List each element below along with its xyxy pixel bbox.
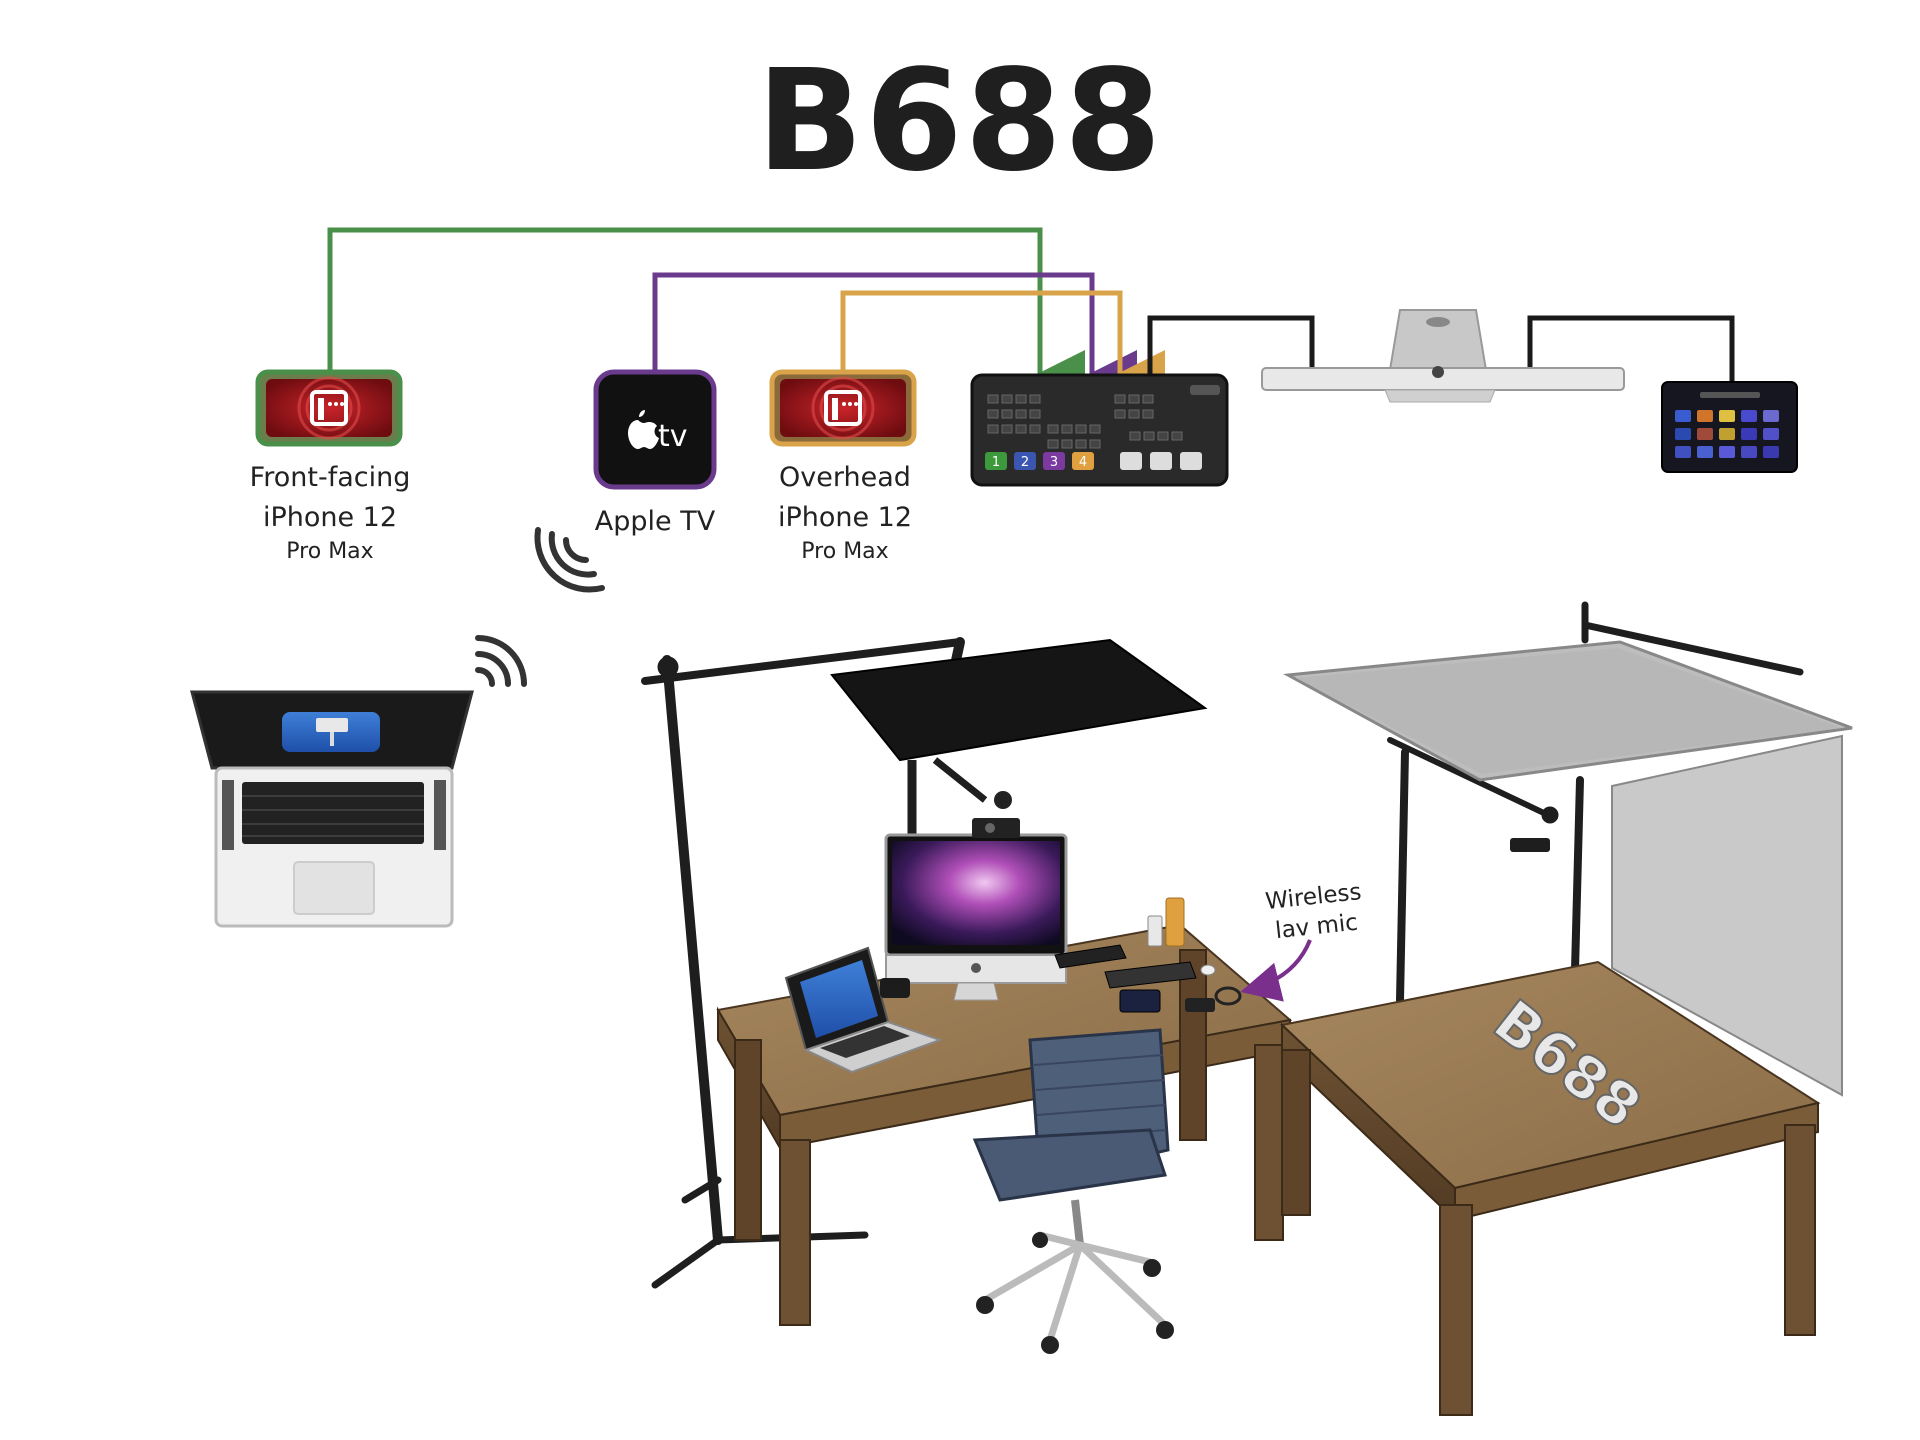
atem-input-2-label: 2 [1021,455,1029,470]
imac-to-streamdeck-cable [1527,315,1735,382]
overhead-iphone [769,369,917,447]
apple-tv-label-line1: Apple TV [594,506,716,537]
apple-tv-cable [652,272,1137,400]
apple-logo-icon [1432,366,1444,378]
right-table: B688 [1279,960,1821,1416]
front-camera-cable [327,227,1085,400]
macbook-keynote [190,690,474,928]
page-title: B688 [756,40,1164,203]
overhead-camera-cable [840,290,1165,400]
overhead-monitor [830,638,1208,840]
wireless-lav-mic-label: Wireless lav mic [1257,876,1373,947]
apple-tv-logo-text: tv [658,419,688,454]
imac-front [884,818,1068,1001]
white-backdrop [1283,640,1853,1097]
atem-to-imac-cable [1147,315,1315,378]
front-iphone-label-line1: Front-facing [249,462,411,493]
front-iphone-label-line2: iPhone 12 [262,502,398,533]
filmic-app-icon [310,390,348,426]
wireless-signal-icon [475,635,527,687]
signal-lines [327,227,1735,400]
office-chair [972,1028,1174,1354]
front-iphone-label: Front-facing iPhone 12 Pro Max [225,458,435,566]
wireless-signal-icon [534,527,605,593]
atem-input-1-label: 1 [992,455,1000,470]
overhead-iphone-label-line2: iPhone 12 [777,502,913,533]
desk-accessories [880,897,1242,1013]
apple-logo-icon [628,410,659,449]
atem-input-4-label: 4 [1079,455,1087,470]
desk-laptop [784,946,943,1074]
stream-deck [1661,381,1798,473]
overhead-iphone-label: Overhead iPhone 12 Pro Max [740,458,950,566]
apple-tv: tv [593,369,717,490]
overhead-iphone-label-line3: Pro Max [801,539,889,564]
front-iphone [255,369,403,447]
front-iphone-label-line3: Pro Max [286,539,374,564]
apple-logo-icon [971,963,981,973]
overhead-iphone-label-line1: Overhead [779,462,911,493]
imac-back [1261,309,1625,403]
apple-tv-label: Apple TV [570,502,740,542]
atem-mini-switcher: 1 2 3 4 [970,373,1229,487]
filmic-app-icon [824,390,862,426]
right-c-stand [1387,601,1804,1004]
mic-pointer-arrow [1240,939,1312,1002]
atem-input-3-label: 3 [1050,455,1058,470]
